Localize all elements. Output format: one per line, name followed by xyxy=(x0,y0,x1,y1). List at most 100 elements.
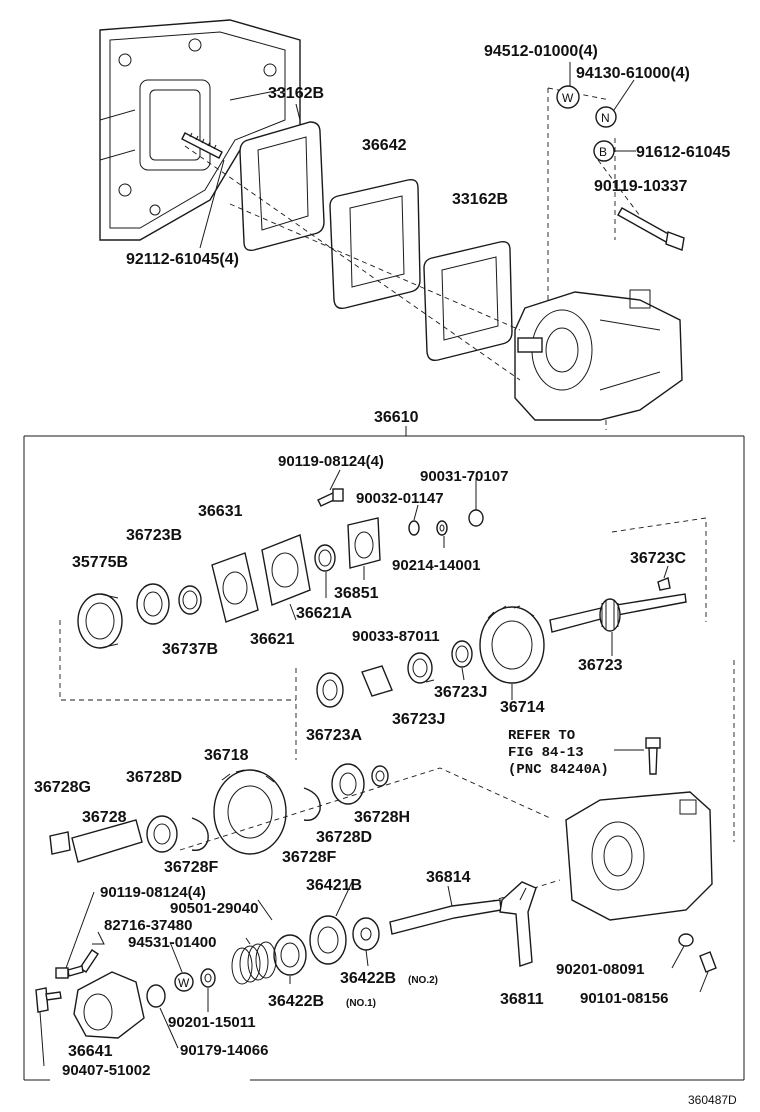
bushing-90033 xyxy=(361,665,393,697)
symbol-w-bottom: W xyxy=(178,976,190,990)
symbol-b-top: B xyxy=(599,145,607,159)
cap-36851 xyxy=(347,517,381,569)
label-90033: 90033-87011 xyxy=(352,628,440,645)
label-90214: 90214-14001 xyxy=(392,557,480,574)
label-90201-15011: 90201-15011 xyxy=(168,1014,256,1031)
ring-36737b xyxy=(178,585,202,615)
washer-90032 xyxy=(408,520,420,536)
stud-bolt xyxy=(181,132,223,159)
label-36714: 36714 xyxy=(500,699,545,716)
bearing-36723b xyxy=(136,583,170,625)
label-94512: 94512-01000(4) xyxy=(484,43,598,60)
refer-line-1: REFER TO xyxy=(508,728,575,744)
bearing-35775b xyxy=(77,593,123,649)
label-36728: 36728 xyxy=(82,809,127,826)
bolt-90119-08124-bottom xyxy=(55,965,84,979)
label-36422b-no1: 36422B xyxy=(268,993,324,1010)
label-36811: 36811 xyxy=(500,991,544,1008)
symbol-washer-top: W xyxy=(556,85,580,109)
gear-36718 xyxy=(213,769,287,855)
label-36641: 36641 xyxy=(68,1043,113,1060)
label-36737b: 36737B xyxy=(162,641,218,658)
label-36421b: 36421B xyxy=(306,877,362,894)
label-90407: 90407-51002 xyxy=(62,1062,150,1079)
shaft-36814 xyxy=(389,899,502,935)
washer-94531: W xyxy=(174,972,194,992)
label-36728h: 36728H xyxy=(354,809,410,826)
label-36851: 36851 xyxy=(334,585,379,602)
fork-36811 xyxy=(499,881,537,967)
label-90032: 90032-01147 xyxy=(356,490,444,507)
cap-36421b xyxy=(309,915,347,965)
bearing-36723a xyxy=(316,672,344,708)
plug-90031 xyxy=(468,509,484,527)
bearing-36728d-b xyxy=(331,763,365,805)
bolt-90119-08124-top xyxy=(317,488,344,507)
plug-90179 xyxy=(146,984,166,1008)
bracket-82716 xyxy=(79,949,99,973)
label-36728d-a: 36728D xyxy=(126,769,182,786)
label-90119-08124-bottom: 90119-08124(4) xyxy=(100,884,206,901)
refer-line-3: (PNC 84240A) xyxy=(508,762,609,778)
label-33162b-mid: 33162B xyxy=(452,191,508,208)
label-36723j-a: 36723J xyxy=(434,684,487,701)
bearing-36723j-a xyxy=(451,640,473,668)
label-36723j-b: 36723J xyxy=(392,711,445,728)
label-90179: 90179-14066 xyxy=(180,1042,268,1059)
gasket-33162b-top xyxy=(239,121,325,252)
label-36814: 36814 xyxy=(426,869,471,886)
label-35775b: 35775B xyxy=(72,554,128,571)
seal-36621a xyxy=(314,544,336,572)
label-qualifier-no2: (NO.2) xyxy=(408,975,438,986)
label-36723b: 36723B xyxy=(126,527,182,544)
symbol-bolt-top: B xyxy=(593,140,615,162)
pin-36723c xyxy=(657,577,671,591)
label-90119-08124-top: 90119-08124(4) xyxy=(278,453,384,470)
washer-36422b-no2 xyxy=(352,917,380,951)
label-36723a: 36723A xyxy=(306,727,362,744)
label-90119-10337: 90119-10337 xyxy=(594,178,688,195)
label-36621a: 36621A xyxy=(296,605,352,622)
label-36631: 36631 xyxy=(198,503,243,520)
gasket-36631 xyxy=(211,552,259,623)
symbol-nut-top: N xyxy=(595,106,617,128)
gasket-90201-15011 xyxy=(200,968,216,988)
label-qualifier-no1: (NO.1) xyxy=(346,998,376,1009)
bolt-90101 xyxy=(699,951,717,973)
top-bolt-90119-10337 xyxy=(617,207,685,251)
figure-code: 360487D xyxy=(688,1093,737,1107)
washer-90201-08091 xyxy=(678,933,694,947)
label-36718: 36718 xyxy=(204,747,249,764)
label-36610: 36610 xyxy=(374,409,419,426)
snap-ring-36728f-b xyxy=(303,787,321,821)
housing-36621 xyxy=(261,534,311,606)
label-82716: 82716-37480 xyxy=(104,917,192,934)
label-36728d-b: 36728D xyxy=(316,829,372,846)
label-36621: 36621 xyxy=(250,631,295,648)
symbol-w-top: W xyxy=(562,91,574,105)
transmission-case xyxy=(99,19,301,241)
cover-36641 xyxy=(73,971,145,1039)
label-36728g: 36728G xyxy=(34,779,91,796)
refer-bolt xyxy=(614,737,661,775)
pin-36728g xyxy=(49,831,71,855)
label-90201-08091: 90201-08091 xyxy=(556,961,644,978)
piston-36422b-no1 xyxy=(273,934,307,976)
label-91612: 91612-61045 xyxy=(636,144,730,161)
ring-36728h xyxy=(371,765,389,787)
dashed-outline-input-shaft xyxy=(59,517,735,842)
label-36723: 36723 xyxy=(578,657,623,674)
shaft-36728 xyxy=(71,819,143,863)
refer-line-2: FIG 84-13 xyxy=(508,745,584,761)
assembly-bracket-36610 xyxy=(23,426,745,1081)
label-33162b-top: 33162B xyxy=(268,85,324,102)
label-94130: 94130-61000(4) xyxy=(576,65,690,82)
shaft-36723 xyxy=(549,593,687,633)
pto-housing-lower xyxy=(565,791,713,921)
label-36723c: 36723C xyxy=(630,550,686,567)
bearing-36728d-a xyxy=(146,815,178,853)
bearing-36723j-b xyxy=(407,652,433,684)
symbol-n-top: N xyxy=(601,111,610,125)
snap-ring-36728f-a xyxy=(191,817,209,851)
